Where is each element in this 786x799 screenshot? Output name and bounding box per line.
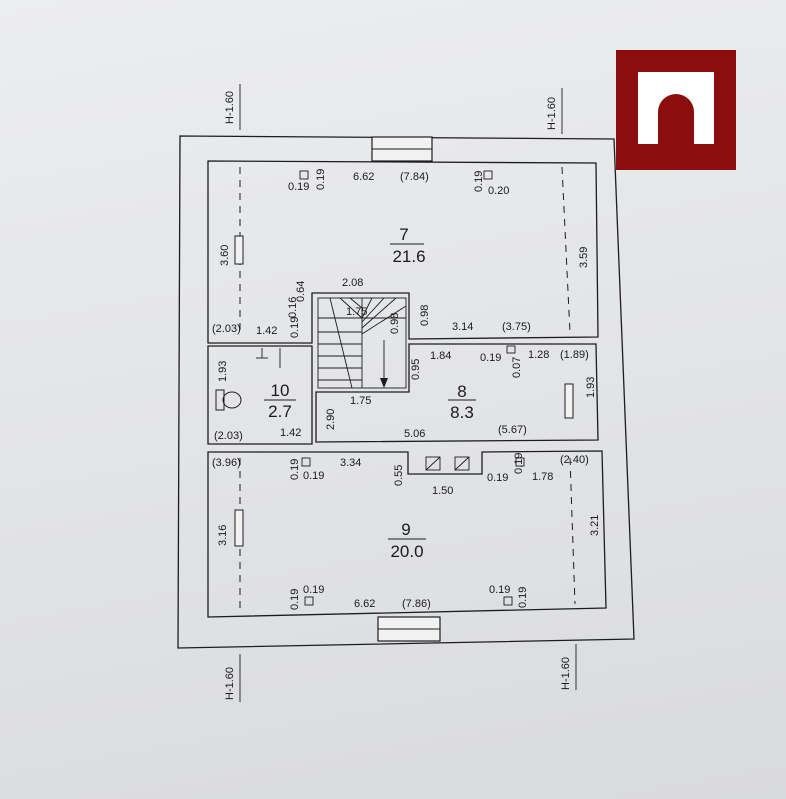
room-9-outline <box>207 450 607 618</box>
dim-r7-left-h: 3.60 <box>219 245 231 266</box>
height-marker-tl: H-1.60 <box>224 91 236 124</box>
toilet-icon <box>215 389 242 411</box>
dim-r9-col-d: 0.19 <box>513 453 525 474</box>
logo-background <box>616 50 736 170</box>
dim-stair-left-a: 0.64 <box>295 281 307 302</box>
height-marker-tr: H-1.60 <box>546 97 558 130</box>
window-bottom <box>377 616 441 642</box>
chimney-niche <box>425 456 470 471</box>
dim-r9-top-right: 1.78 <box>532 471 553 483</box>
height-marker-bl: H-1.60 <box>224 667 236 700</box>
dim-r9-col-c: 0.19 <box>487 472 508 484</box>
dim-stair-w: 2.08 <box>342 277 363 289</box>
dim-r9-top-right-total: (2.40) <box>560 454 589 466</box>
dim-r9-col-e: 0.19 <box>289 589 301 610</box>
room-7-outline <box>207 160 599 344</box>
dim-r7-col-right-b: 0.20 <box>488 185 509 197</box>
dim-r8-bottom-total: (5.67) <box>498 424 527 436</box>
room-9-column-bottom-right <box>503 596 513 606</box>
room-9-right-dash <box>569 457 576 605</box>
dim-r7-right-h: 3.59 <box>578 247 590 268</box>
dim-r9-col-b: 0.19 <box>303 470 324 482</box>
dim-r7-col-right-a: 0.19 <box>473 171 485 192</box>
height-marker-br: H-1.60 <box>560 657 572 690</box>
room-9-column-top-right <box>515 457 525 467</box>
dim-r7-top-total: (7.84) <box>400 171 429 183</box>
dim-r8-top-c: 1.28 <box>528 349 549 361</box>
dim-r9-top-len: 3.34 <box>340 457 361 469</box>
room-9-left-radiator <box>234 509 244 547</box>
dim-stair-h: 0.95 <box>410 359 422 380</box>
dim-stair-inner: 1.75 <box>346 306 367 318</box>
room-7-number: 7 <box>399 225 408 244</box>
dim-r8-small: 0.07 <box>511 357 523 378</box>
dim-r9-col-f: 0.19 <box>303 584 324 596</box>
room-8-column <box>506 345 516 354</box>
room-10-number: 10 <box>271 381 290 400</box>
dim-r9-bottom-len: 6.62 <box>354 598 375 610</box>
room-8-number: 8 <box>457 382 466 401</box>
dim-r7-col-left-a: 0.19 <box>288 181 309 193</box>
room-9-column-bottom-left <box>304 596 314 606</box>
dim-r7-bottom-right: 3.14 <box>452 321 473 333</box>
dim-stair-left-b: 0.16 <box>287 297 299 318</box>
outer-wall <box>177 135 635 649</box>
dim-stair-left-h: 2.90 <box>325 409 337 430</box>
dim-stair-side: 0.98 <box>419 305 431 326</box>
dim-r9-col-h: 0.19 <box>517 587 529 608</box>
dim-r10-bottom-total: (2.03) <box>214 430 243 442</box>
room-8-radiator <box>564 383 574 419</box>
dim-stair-inner-h: 0.98 <box>389 313 401 334</box>
dim-r7-col-left-b: 0.19 <box>315 169 327 190</box>
room-7-column-right <box>483 170 493 180</box>
room-9-number: 9 <box>401 520 410 539</box>
dim-r8-right-h: 1.93 <box>585 377 597 398</box>
dim-r7-bottom-left-total: (2.03) <box>212 323 241 335</box>
room-8-area: 8.3 <box>450 403 474 422</box>
dim-r10-bottom: 1.42 <box>280 427 301 439</box>
dim-r9-col-a: 0.19 <box>289 459 301 480</box>
logo-arch-shape <box>638 72 714 144</box>
dim-r9-col-g: 0.19 <box>489 584 510 596</box>
room-7-area: 21.6 <box>392 247 425 266</box>
window-top <box>371 136 433 162</box>
dim-r8-bottom: 5.06 <box>404 428 425 440</box>
room-9-area: 20.0 <box>390 542 423 561</box>
dim-r10-h: 1.93 <box>217 361 229 382</box>
dim-r8-top-total: (1.89) <box>560 349 589 361</box>
room-10-outline <box>207 345 313 445</box>
dim-r7-bottom-right-total: (3.75) <box>502 321 531 333</box>
room-9-column-top-left <box>301 457 311 467</box>
room-7-column-left <box>299 170 309 180</box>
dim-stair-left-c: 0.19 <box>289 317 301 338</box>
staircase <box>317 297 407 389</box>
dim-r8-top-a: 1.84 <box>430 350 451 362</box>
room-10-area: 2.7 <box>268 402 292 421</box>
room-8-outline <box>315 343 599 443</box>
dim-r8-top-b: 0.19 <box>480 352 501 364</box>
dim-r9-top-left-total: (3.96) <box>212 457 241 469</box>
dim-r9-left-h: 3.16 <box>217 525 229 546</box>
room-7-left-radiator <box>234 235 244 265</box>
dim-r9-bottom-total: (7.86) <box>402 598 431 610</box>
dim-r7-bottom-left: 1.42 <box>256 325 277 337</box>
brand-logo-icon <box>616 50 736 170</box>
dim-r9-right-h: 3.21 <box>589 515 601 536</box>
dim-stair-bottom: 1.75 <box>350 395 371 407</box>
room-7-right-dash <box>561 166 571 334</box>
dim-r9-niche-w: 1.50 <box>432 485 453 497</box>
dim-r9-niche-h: 0.55 <box>393 465 405 486</box>
dim-r7-top-len: 6.62 <box>353 171 374 183</box>
